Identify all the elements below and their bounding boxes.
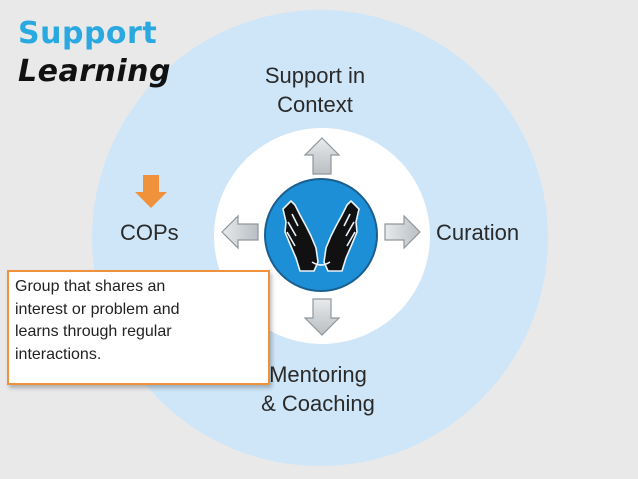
cops-definition-callout: Group that shares an interest or problem… — [7, 270, 270, 385]
arrow-down-icon — [303, 298, 341, 336]
label-cops: COPs — [120, 220, 179, 245]
arrow-left-icon — [221, 214, 259, 250]
callout-line: interactions. — [15, 345, 102, 363]
highlight-arrow-icon — [135, 175, 167, 208]
label-mentoring-line2: & Coaching — [261, 391, 375, 416]
callout-line: interest or problem and — [15, 300, 180, 318]
label-support-in-context-line1: Support in — [264, 63, 366, 88]
label-curation: Curation — [436, 220, 520, 245]
support-learning-logo: Support Learning — [18, 16, 170, 96]
label-mentoring-coaching: Mentoring & Coaching — [248, 360, 388, 418]
logo-line-support: Support — [18, 16, 158, 51]
label-support-in-context: Support in Context — [245, 61, 385, 119]
callout-line: learns through regular — [15, 323, 172, 340]
label-support-in-context-line2: Context — [277, 92, 353, 117]
supporting-hands-icon — [282, 200, 360, 272]
arrow-right-icon — [384, 214, 421, 250]
hub-circle — [264, 178, 378, 292]
logo-line-learning: Learning — [18, 54, 171, 89]
label-mentoring-line1: Mentoring — [269, 362, 367, 387]
callout-line: Group that shares an — [15, 278, 166, 295]
arrow-up-icon — [303, 137, 341, 175]
callout-text: Group that shares an interest or problem… — [15, 276, 265, 366]
